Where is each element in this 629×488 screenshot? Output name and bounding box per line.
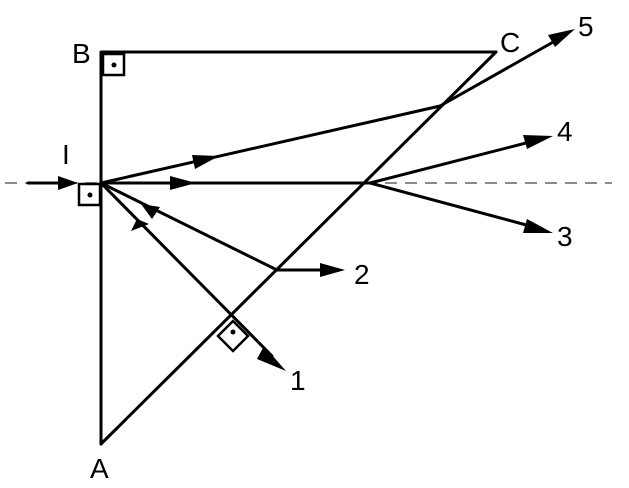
ray-1-inside-arrowhead [131, 219, 149, 231]
vertex-a-label: A [90, 453, 109, 484]
ray-5-arrowhead [548, 29, 575, 47]
ray-upper-arrowhead [192, 155, 219, 169]
ray-4-label: 4 [557, 116, 573, 147]
ray-2-label: 2 [354, 259, 370, 290]
ray-5-label: 5 [578, 11, 594, 42]
ray-upper-inside [99, 104, 442, 185]
ray-1-label: 1 [290, 365, 306, 396]
axis-ray-arrowhead [170, 176, 196, 190]
ray-3 [368, 181, 532, 228]
ray-1 [99, 181, 274, 358]
incident-arrowhead [58, 176, 78, 190]
ray-3-arrowhead [523, 219, 553, 233]
prism-hypotenuse-ac [99, 50, 498, 446]
ray-3-label: 3 [557, 221, 573, 252]
ray-4 [368, 140, 532, 185]
incident-label: I [62, 139, 70, 170]
right-angle-marker-ac [216, 319, 250, 353]
ray-2-arrowhead [320, 263, 345, 277]
right-angle-dot-incidence [87, 192, 93, 198]
right-angle-dot-ac [230, 329, 236, 335]
ray-1-arrowhead [257, 346, 286, 371]
vertex-b-label: B [72, 38, 91, 69]
right-angle-dot-b [111, 62, 117, 68]
ray-4-arrowhead [523, 135, 553, 149]
ray-2-inside-arrowhead [141, 204, 160, 219]
vertex-c-label: C [500, 27, 520, 58]
prism-sides-ab-bc [99, 50, 498, 446]
ray-5 [438, 39, 557, 108]
ray-2-inside [99, 181, 279, 272]
